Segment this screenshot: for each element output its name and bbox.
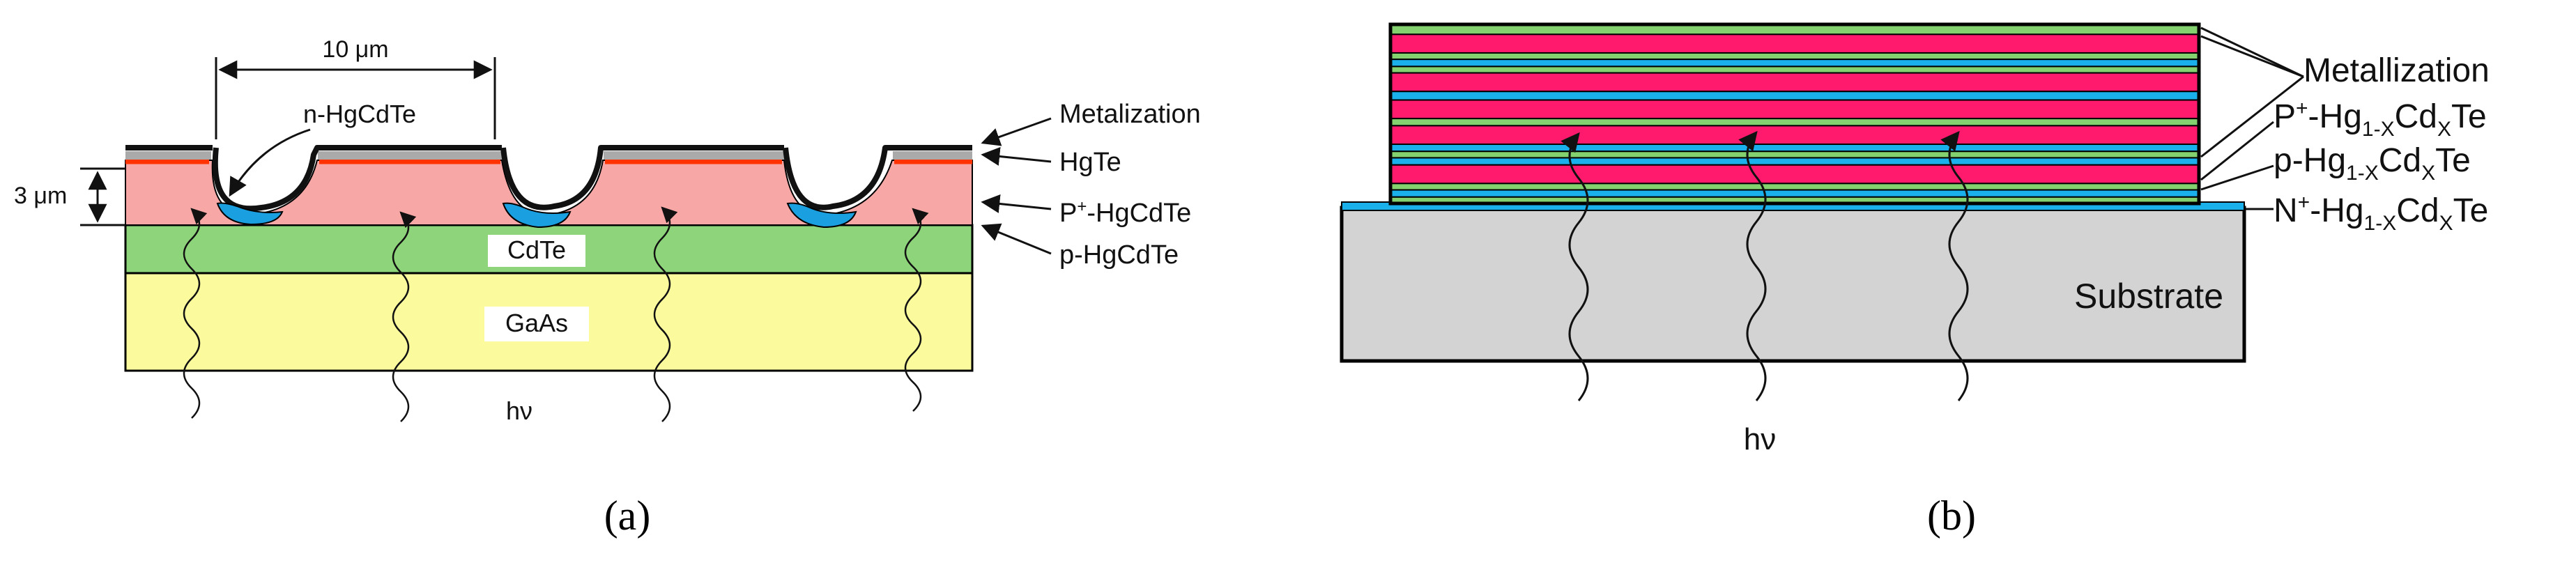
label-pointers-b (2200, 26, 2304, 210)
p-hgcdte-label: p-HgCdTe (1059, 240, 1179, 270)
pink-stack-layer (1390, 72, 2200, 93)
n-hgcdte-pointer (229, 128, 311, 197)
layer-stack (1390, 24, 2200, 204)
panel-b: Metallization P+-Hg1-XCdXTe p-Hg1-XCdXTe… (1340, 22, 2490, 539)
light-ray-arrow (183, 208, 208, 419)
hgte-layer (125, 151, 972, 160)
cdte-label-bg (488, 235, 585, 267)
light-ray-arrow (653, 206, 678, 422)
cdte-label: CdTe (507, 236, 566, 264)
p-plus-label: P+-HgCdTe (1059, 197, 1191, 228)
n-hgcdte-regions (216, 202, 857, 229)
n-hgcdte-label: n-HgCdTe (303, 100, 416, 128)
layer-stack-outline (1388, 22, 2201, 206)
metallization-label: Metallization (2303, 52, 2490, 89)
cyan-stack-layer (1390, 59, 2200, 68)
pink-stack-layer (1390, 125, 2200, 146)
substrate-label: Substrate (2074, 277, 2223, 316)
p-hgcdte-pointer (981, 223, 1052, 255)
hv-label-a: hν (506, 396, 532, 425)
p-plus-pointer (981, 194, 1052, 213)
light-ray-arrow (392, 211, 417, 422)
width-dimension: 10 μm (215, 36, 496, 139)
light-ray-arrow (904, 208, 929, 412)
metalization-label: Metalization (1059, 100, 1201, 129)
green-stack-layer (1390, 118, 2200, 127)
light-ray-arrow (1561, 132, 1589, 401)
green-stack-layer (1390, 183, 2200, 191)
n-plus-hgcdte-label: N+-Hg1-XCdXTe (2274, 191, 2488, 235)
green-stack-layer (1390, 151, 2200, 159)
hgte-label: HgTe (1059, 148, 1121, 177)
green-stack-layer (1390, 65, 2200, 74)
cyan-stack-layer (1390, 189, 2200, 198)
hgte-pointer (981, 147, 1052, 166)
width-label: 10 μm (322, 36, 388, 63)
light-ray-arrow (1738, 130, 1767, 401)
caption-b: (b) (1927, 493, 1976, 539)
gaas-label-bg (484, 307, 589, 341)
gaas-label: GaAs (505, 309, 568, 337)
p-hgcdte-label-b: p-Hg1-XCdXTe (2274, 142, 2471, 185)
panel-a: 10 μm 3 μm n-HgCdTe Metalization HgTe P+… (14, 36, 1201, 539)
p-plus-hgcdte-label: P+-Hg1-XCdXTe (2274, 97, 2487, 141)
hv-label-b: hν (1744, 422, 1776, 456)
pink-stack-layer (1390, 99, 2200, 120)
depth-dimension: 3 μm (14, 167, 125, 226)
metalization-pointer (981, 117, 1052, 146)
light-rays-a (183, 206, 929, 422)
light-ray-arrow (1940, 130, 1969, 401)
metalization-layer (125, 145, 972, 212)
cyan-stack-layer (1390, 91, 2200, 101)
cyan-stack-layer (1390, 157, 2200, 166)
depth-label: 3 μm (14, 183, 67, 209)
pink-stack-layer (1390, 164, 2200, 185)
cyan-stack-layer (1390, 144, 2200, 153)
green-stack-layer (1390, 52, 2200, 61)
light-rays-b (1561, 130, 1969, 401)
caption-a: (a) (604, 493, 651, 539)
pink-stack-layer (1390, 33, 2200, 54)
